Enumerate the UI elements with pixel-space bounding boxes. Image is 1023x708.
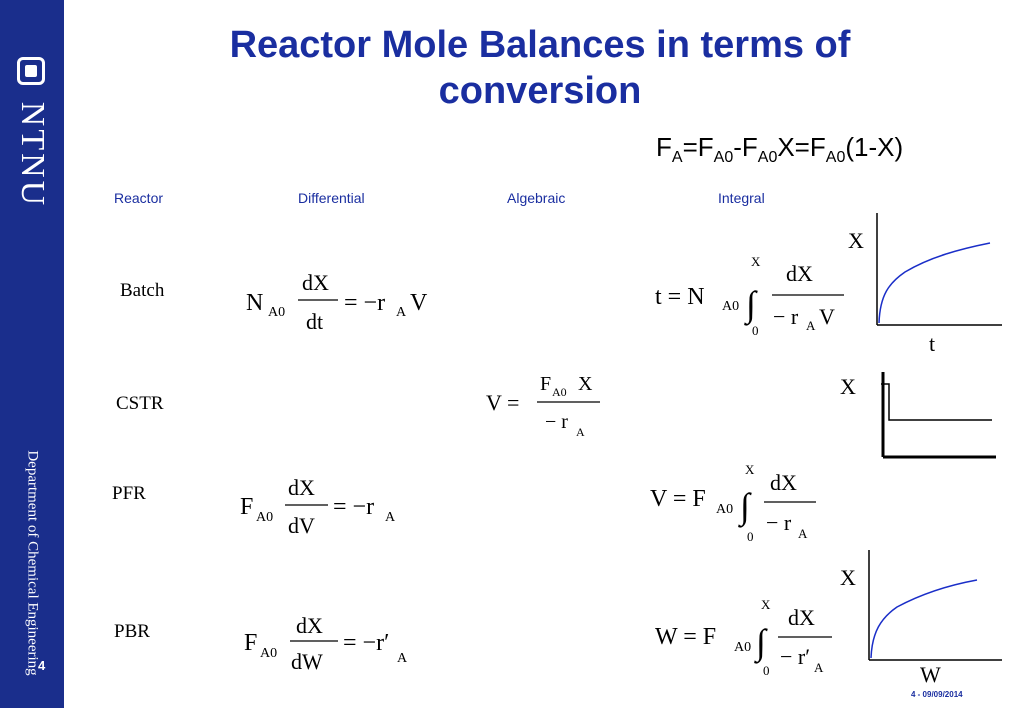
batch-conversion-graph: X t xyxy=(848,213,1002,356)
pbr-conversion-graph: X W xyxy=(840,550,1002,687)
eq-numerator: F xyxy=(540,373,551,395)
eq-part: F xyxy=(656,132,672,162)
graph-x-label: W xyxy=(920,662,941,687)
eq-sub: A0 xyxy=(552,385,567,399)
eq-sub: A xyxy=(385,510,396,525)
eq-text: W = F xyxy=(655,624,716,650)
eq-text: t = N xyxy=(655,284,705,310)
eq-text: V = xyxy=(486,390,519,415)
pfr-differential-equation: F A0 dX dV = −r A xyxy=(240,475,396,538)
eq-denominator: − r′ xyxy=(780,644,810,669)
graph-x-label: t xyxy=(929,331,935,356)
eq-sub: A0 xyxy=(713,149,734,167)
eq-text: F xyxy=(240,494,253,520)
eq-text: X xyxy=(578,373,593,395)
eq-numerator: dX xyxy=(786,261,813,286)
eq-denominator: − r xyxy=(773,304,799,329)
sidebar: NTNU Department of Chemical Engineering … xyxy=(0,0,64,708)
column-header-algebraic: Algebraic xyxy=(507,190,566,206)
eq-sub: A0 xyxy=(757,149,778,167)
eq-sub: A xyxy=(397,651,408,666)
eq-numerator: dX xyxy=(302,270,329,295)
eq-numerator: dX xyxy=(296,613,323,638)
eq-text: N xyxy=(246,290,263,316)
integral-upper-limit: X xyxy=(761,597,771,612)
integral-lower-limit: 0 xyxy=(752,323,759,338)
integral-sign: ∫ xyxy=(744,284,758,326)
row-label-batch: Batch xyxy=(120,280,165,301)
eq-sub: A xyxy=(396,305,407,320)
eq-sub: A xyxy=(576,425,585,439)
row-label-pfr: PFR xyxy=(112,483,146,504)
pbr-differential-equation: F A0 dX dW = −r′ A xyxy=(244,613,408,674)
integral-lower-limit: 0 xyxy=(763,663,770,678)
cstr-conversion-graph: X xyxy=(840,372,996,459)
eq-text: = −r′ xyxy=(343,630,389,656)
column-header-differential: Differential xyxy=(298,190,365,206)
column-header-reactor: Reactor xyxy=(114,190,164,206)
conversion-curve xyxy=(878,242,991,324)
eq-sub: A0 xyxy=(260,646,277,661)
integral-lower-limit: 0 xyxy=(747,529,754,544)
eq-text: V = F xyxy=(650,486,706,512)
eq-sub: A0 xyxy=(716,502,733,517)
slide-title: Reactor Mole Balances in terms of conver… xyxy=(130,22,950,114)
eq-text: = −r xyxy=(333,494,374,520)
eq-part: =F xyxy=(682,132,714,162)
eq-part: (1-X) xyxy=(845,132,904,162)
integral-upper-limit: X xyxy=(745,462,755,477)
eq-denominator: − r xyxy=(766,510,792,535)
eq-denominator: dW xyxy=(291,649,323,674)
eq-sub: A0 xyxy=(256,510,273,525)
integral-upper-limit: X xyxy=(751,254,761,269)
eq-part: X=F xyxy=(777,132,826,162)
eq-numerator: dX xyxy=(788,605,815,630)
slide-title-line1: Reactor Mole Balances in terms of xyxy=(229,24,851,66)
batch-differential-equation: N A0 dX dt = −r A V xyxy=(246,270,428,334)
eq-sub: A xyxy=(806,318,816,333)
eq-numerator: dX xyxy=(770,470,797,495)
graph-y-label: X xyxy=(840,565,856,590)
integral-sign: ∫ xyxy=(754,622,768,664)
eq-denominator: − r xyxy=(545,411,568,433)
page-number: 4 xyxy=(38,658,46,673)
eq-text: V xyxy=(819,304,835,329)
eq-sub: A0 xyxy=(734,640,751,655)
slide-title-line2: conversion xyxy=(438,70,642,112)
row-label-pbr: PBR xyxy=(114,621,150,642)
eq-sub: A0 xyxy=(722,299,739,314)
eq-numerator: dX xyxy=(288,475,315,500)
graph-y-label: X xyxy=(848,228,864,253)
row-label-cstr: CSTR xyxy=(116,393,164,414)
batch-integral-equation: t = N A0 X ∫ 0 dX − r A V xyxy=(655,254,844,338)
eq-text: = −r xyxy=(344,290,385,316)
eq-text: F xyxy=(244,630,257,656)
eq-denominator: dt xyxy=(306,309,323,334)
eq-sub: A xyxy=(671,149,683,167)
eq-text: V xyxy=(410,290,428,316)
conversion-step-line xyxy=(881,383,992,421)
pfr-integral-equation: V = F A0 X ∫ 0 dX − r A xyxy=(650,462,816,544)
cstr-algebraic-equation: V = F A0 X − r A xyxy=(486,373,600,439)
column-header-integral: Integral xyxy=(718,190,765,206)
eq-part: -F xyxy=(733,132,758,162)
footer-date: 4 - 09/09/2014 xyxy=(911,690,963,699)
conversion-curve xyxy=(870,579,978,659)
flow-rate-equation: FA=FA0-FA0X=FA0(1-X) xyxy=(656,132,903,167)
eq-sub: A xyxy=(798,526,808,541)
ntnu-logo-icon xyxy=(17,57,45,85)
pbr-integral-equation: W = F A0 X ∫ 0 dX − r′ A xyxy=(655,597,832,678)
graph-y-label: X xyxy=(840,374,856,399)
eq-sub: A0 xyxy=(825,149,846,167)
eq-sub: A0 xyxy=(268,305,285,320)
eq-sub: A xyxy=(814,660,824,675)
eq-denominator: dV xyxy=(288,513,315,538)
integral-sign: ∫ xyxy=(738,486,752,528)
